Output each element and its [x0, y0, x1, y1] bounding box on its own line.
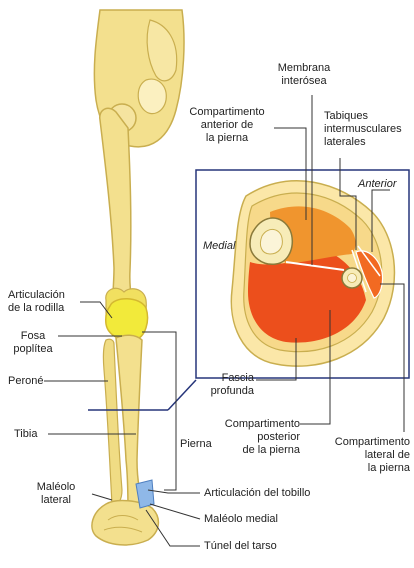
section-connector-line: [168, 380, 196, 410]
rodilla-line-2: de la rodilla: [8, 302, 65, 315]
membrana-line-1: Membrana: [262, 62, 346, 75]
label-comp-anterior: Compartimento anterior de la pierna: [178, 106, 276, 145]
leg-skeleton: [92, 10, 184, 545]
label-pierna: Pierna: [180, 438, 212, 451]
tabiques-line-3: laterales: [324, 136, 402, 149]
comp-posterior-line-1: Compartimento: [216, 418, 300, 431]
pelvis-foramen: [138, 79, 166, 114]
tabiques-line-1: Tabiques: [324, 110, 402, 123]
label-comp-posterior: Compartimento posterior de la pierna: [216, 418, 300, 457]
label-membrana-interosea: Membrana interósea: [262, 62, 346, 88]
rodilla-line-1: Articulación: [8, 289, 65, 302]
maleolo-lateral-line-1: Maléolo: [26, 481, 86, 494]
label-medial: Medial: [203, 240, 235, 253]
fibula-marrow: [348, 274, 357, 283]
comp-lateral-line-1: Compartimento: [320, 436, 410, 449]
knee-joint-highlight: [106, 299, 148, 341]
membrana-line-2: interósea: [262, 75, 346, 88]
label-tunel-tarso: Túnel del tarso: [204, 540, 277, 553]
label-maleolo-lateral: Maléolo lateral: [26, 481, 86, 507]
tibia-marrow: [260, 229, 282, 254]
label-fascia-profunda: Fascia profunda: [204, 372, 254, 398]
fosa-line-1: Fosa: [6, 330, 60, 343]
tabiques-line-2: intermusculares: [324, 123, 402, 136]
label-perone: Peroné: [8, 375, 43, 388]
fascia-line-2: profunda: [204, 385, 254, 398]
label-tabiques: Tabiques intermusculares laterales: [324, 110, 402, 149]
foot-illustration: [92, 501, 158, 545]
comp-lateral-line-3: la pierna: [320, 462, 410, 475]
leader-pierna: [142, 332, 176, 490]
label-anterior: Anterior: [358, 178, 397, 191]
comp-anterior-line-1: Compartimento: [178, 106, 276, 119]
fascia-line-1: Fascia: [204, 372, 254, 385]
label-articulacion-tobillo: Articulación del tobillo: [204, 487, 310, 500]
comp-lateral-line-2: lateral de: [320, 449, 410, 462]
fosa-line-2: poplítea: [6, 343, 60, 356]
label-fosa-poplitea: Fosa poplítea: [6, 330, 60, 356]
comp-anterior-line-3: la pierna: [178, 132, 276, 145]
comp-anterior-line-2: anterior de: [178, 119, 276, 132]
label-maleolo-medial: Maléolo medial: [204, 513, 278, 526]
label-comp-lateral: Compartimento lateral de la pierna: [320, 436, 410, 475]
comp-posterior-line-2: posterior: [216, 431, 300, 444]
label-tibia: Tibia: [14, 428, 37, 441]
leader-maleolo-lateral: [92, 494, 112, 500]
comp-posterior-line-3: de la pierna: [216, 444, 300, 457]
label-articulacion-rodilla: Articulación de la rodilla: [8, 289, 65, 315]
maleolo-lateral-line-2: lateral: [26, 494, 86, 507]
